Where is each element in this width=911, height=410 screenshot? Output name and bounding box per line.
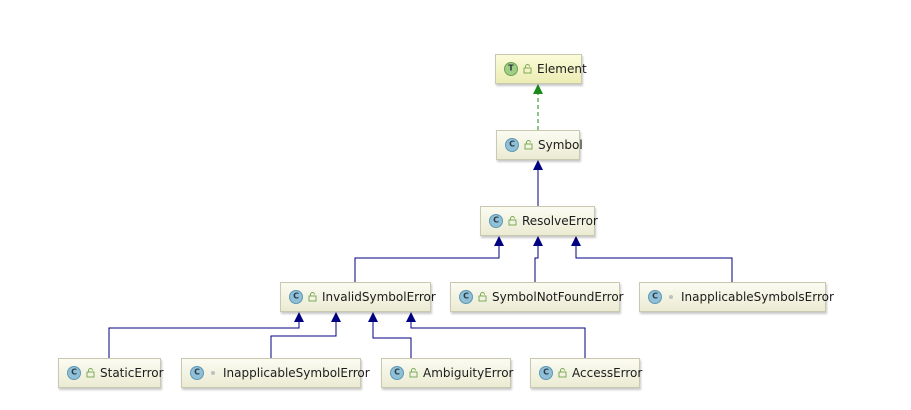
arrowhead xyxy=(533,160,543,170)
arrowhead xyxy=(533,84,543,94)
package-lock-icon xyxy=(308,292,317,302)
class-kind-icon: C xyxy=(289,290,303,304)
node-static-error[interactable]: C StaticError xyxy=(58,358,164,388)
node-symbol[interactable]: C Symbol xyxy=(496,130,583,160)
class-kind-icon: C xyxy=(459,290,473,304)
package-lock-icon xyxy=(524,140,533,150)
node-inapplicable-symbols-error[interactable]: C InapplicableSymbolsError xyxy=(639,282,834,312)
class-kind-icon: C xyxy=(390,366,404,380)
node-label: Symbol xyxy=(538,138,583,152)
arrowhead xyxy=(294,312,304,322)
node-label: InvalidSymbolError xyxy=(322,290,436,304)
edge-invalid-symbol-error-to-resolve-error xyxy=(354,245,500,282)
package-lock-icon xyxy=(558,368,567,378)
node-label: AccessError xyxy=(572,366,643,380)
class-kind-icon: C xyxy=(67,366,81,380)
edge-ambiguity-error-to-invalid-symbol-error xyxy=(372,321,412,358)
edge-access-error-to-invalid-symbol-error xyxy=(410,321,586,358)
node-ambiguity-error[interactable]: C AmbiguityError xyxy=(381,358,514,388)
node-label: AmbiguityError xyxy=(423,366,514,380)
edge-inapplicable-symbols-error-to-resolve-error xyxy=(575,245,733,282)
node-symbol-not-found-error[interactable]: C SymbolNotFoundError xyxy=(450,282,624,312)
package-lock-icon xyxy=(478,292,487,302)
class-kind-icon: C xyxy=(648,290,662,304)
package-lock-icon xyxy=(86,368,95,378)
package-lock-icon xyxy=(523,64,532,74)
edge-inapplicable-symbol-error-to-invalid-symbol-error xyxy=(270,321,337,358)
private-dot-icon xyxy=(669,295,673,299)
node-label: Element xyxy=(537,62,587,76)
arrowhead xyxy=(533,236,543,246)
node-invalid-symbol-error[interactable]: C InvalidSymbolError xyxy=(280,282,436,312)
node-label: InapplicableSymbolsError xyxy=(681,290,834,304)
node-inapplicable-symbol-error[interactable]: C InapplicableSymbolError xyxy=(181,358,370,388)
class-kind-icon: C xyxy=(539,366,553,380)
arrowhead xyxy=(571,236,581,246)
package-lock-icon xyxy=(409,368,418,378)
node-label: InapplicableSymbolError xyxy=(223,366,370,380)
package-lock-icon xyxy=(508,216,517,226)
arrowhead xyxy=(368,312,378,322)
arrowhead xyxy=(331,312,341,322)
class-kind-icon: C xyxy=(489,214,503,228)
class-kind-icon: C xyxy=(505,138,519,152)
edge-static-error-to-invalid-symbol-error xyxy=(108,321,300,358)
node-resolve-error[interactable]: C ResolveError xyxy=(480,206,598,236)
private-dot-icon xyxy=(211,371,215,375)
node-label: SymbolNotFoundError xyxy=(492,290,624,304)
node-label: ResolveError xyxy=(522,214,598,228)
arrowhead xyxy=(494,236,504,246)
node-label: StaticError xyxy=(100,366,164,380)
node-access-error[interactable]: C AccessError xyxy=(530,358,643,388)
class-kind-icon: C xyxy=(190,366,204,380)
node-element[interactable]: T Element xyxy=(495,54,587,84)
edge-symbol-not-found-error-to-resolve-error xyxy=(534,245,539,282)
interface-kind-icon: T xyxy=(504,62,518,76)
arrowhead xyxy=(406,312,416,322)
